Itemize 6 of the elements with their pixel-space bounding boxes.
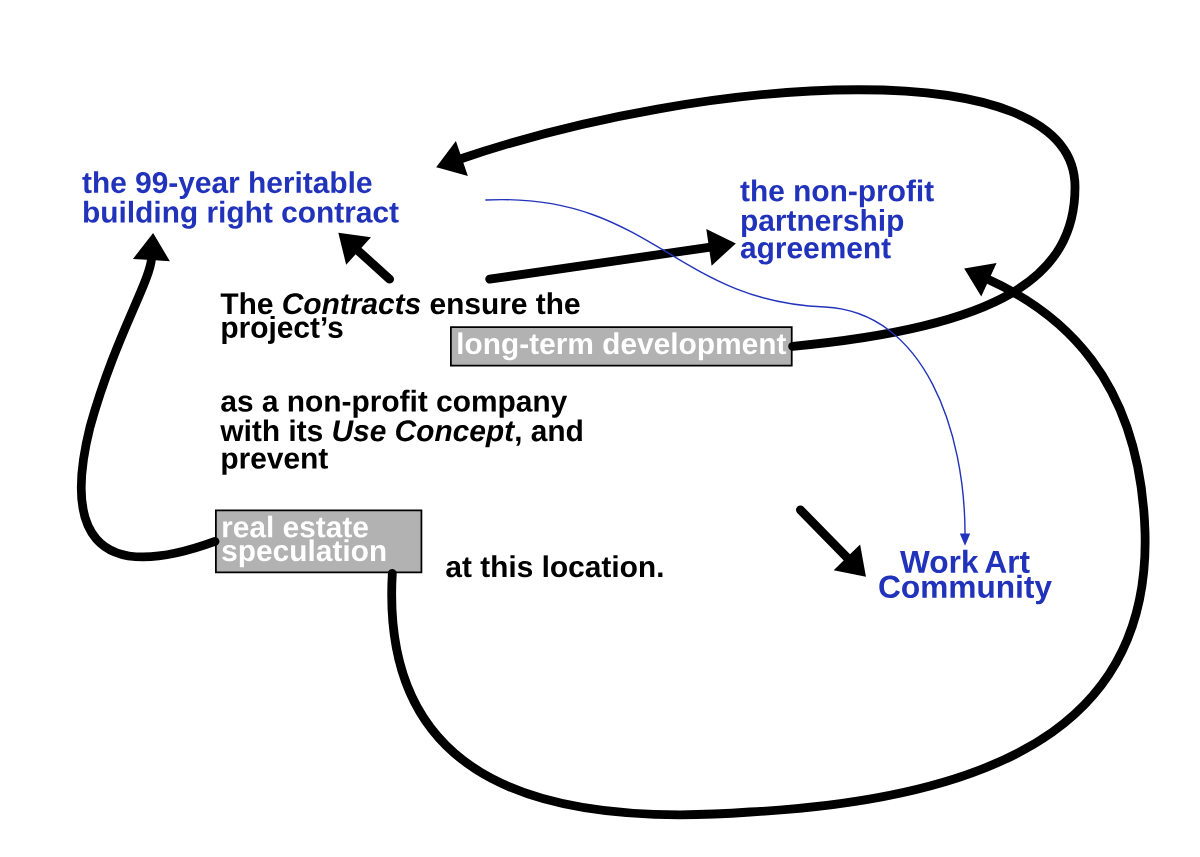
- label-text: Work Art Community: [879, 549, 1052, 605]
- label-text: the non-profit partnership agreement: [740, 179, 934, 265]
- paragraph-text: as a non-profit company with its Use Concept, and prevent: [220, 389, 582, 475]
- label-text: the 99-year heritable building right contract: [82, 171, 399, 229]
- paragraph-text: at this location.: [446, 555, 663, 578]
- highlight-box: real estate speculation: [215, 509, 423, 574]
